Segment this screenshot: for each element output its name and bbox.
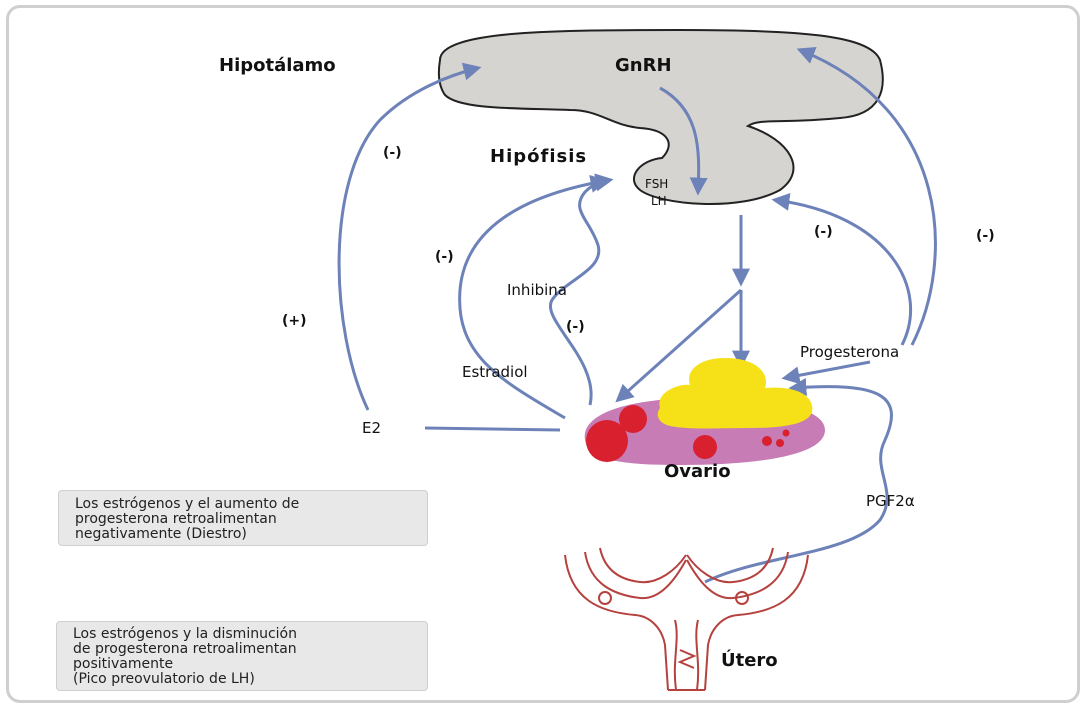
arrow-estradiol-to-pituitary [460,180,610,418]
sign-inhibina: (-) [566,320,585,334]
progesterona-label: Progesterona [800,345,899,360]
ovary-label: Ovario [664,463,731,481]
note-positive-line-1: Los estrógenos y la disminución [73,627,417,642]
arrow-progesterona-to-ovary [785,362,870,378]
pituitary-label: Hipófisis [490,148,587,166]
estradiol-label: Estradiol [462,365,528,380]
note-negative-line-1: Los estrógenos y el aumento de [75,497,417,512]
lh-label: LH [651,195,667,207]
note-negative-line-3: negativamente (Diestro) [75,527,417,542]
sign-estradiol: (-) [435,250,454,264]
note-positive-line-3: positivamente [73,657,417,672]
pgf2a-label: PGF2α [866,494,915,509]
inhibina-label: Inhibina [507,283,567,298]
e2-label: E2 [362,421,381,436]
note-positive-line-4: (Pico preovulatorio de LH) [73,672,417,687]
gnrh-label: GnRH [615,57,672,75]
sign-progesterona-pituitary: (-) [814,225,833,239]
arrow-progesterona-to-pituitary [775,200,911,345]
hypothalamus-label: Hipotálamo [219,57,336,75]
sign-e2-negative: (-) [383,146,402,160]
sign-progesterona-hypothalamus: (-) [976,229,995,243]
note-positive-line-2: de progesterona retroalimentan [73,642,417,657]
sign-e2-positive: (+) [282,314,307,328]
uterus-label: Útero [721,652,778,670]
note-positive-feedback: Los estrógenos y la disminución de proge… [56,621,428,691]
note-negative-line-2: progesterona retroalimentan [75,512,417,527]
line-ovary-to-e2 [425,428,560,430]
arrow-e2-to-hypothalamus [339,68,478,410]
fsh-label: FSH [645,178,668,190]
note-negative-feedback: Los estrógenos y el aumento de progester… [58,490,428,546]
ovary-graphic [585,358,825,465]
